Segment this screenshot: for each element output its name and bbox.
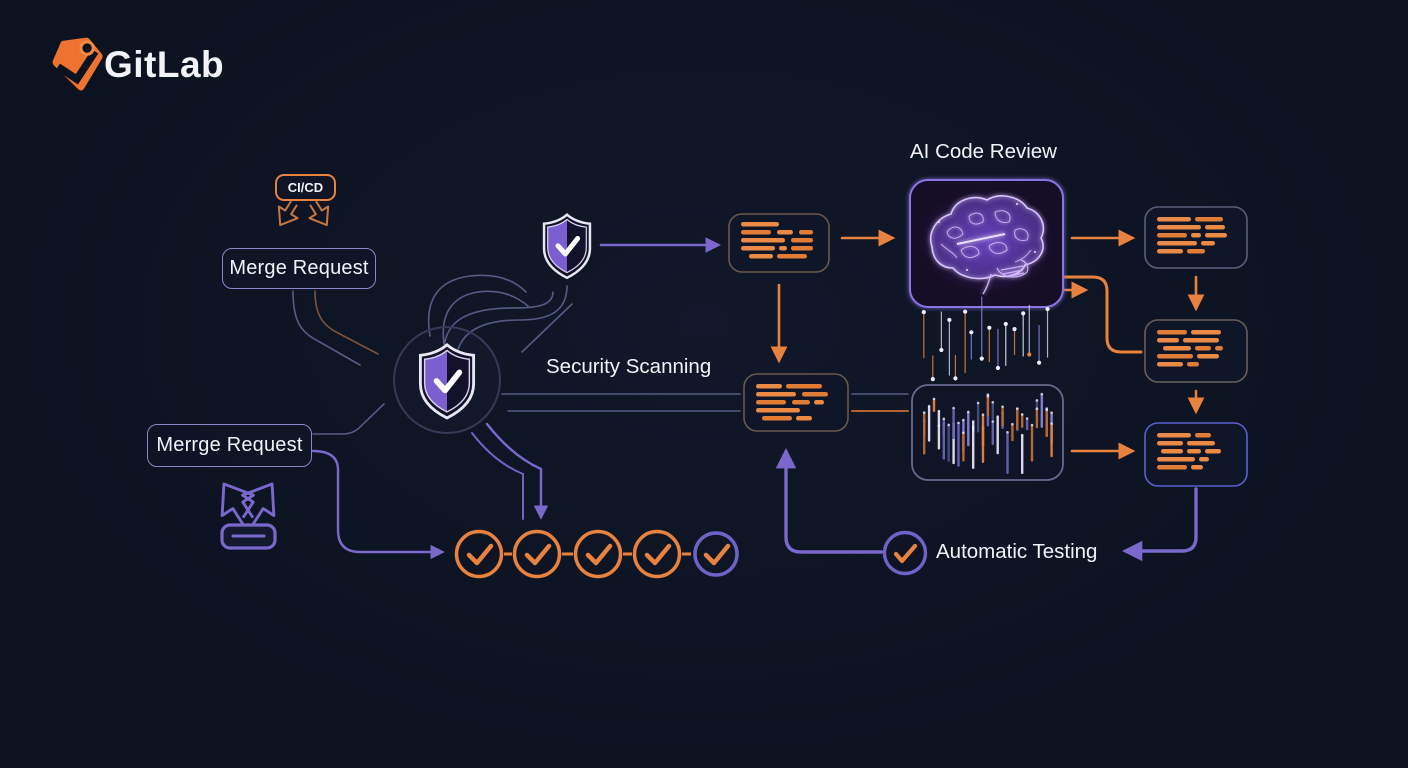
merge-request-top-node: Merge Request xyxy=(222,248,376,289)
ai-code-review-label: AI Code Review xyxy=(910,140,1057,163)
check-circle-icon-5 xyxy=(693,531,739,577)
cicd-split-arrows-icon xyxy=(277,200,330,227)
shield-check-icon-large xyxy=(418,342,476,420)
git-merge-icon xyxy=(220,482,277,550)
ai-brain-icon xyxy=(909,179,1064,308)
connector-lines xyxy=(292,274,909,520)
gitlab-tag-icon xyxy=(52,37,103,91)
check-circle-row xyxy=(454,529,739,579)
automatic-testing-label: Automatic Testing xyxy=(936,540,1098,563)
circuit-lines xyxy=(921,296,1050,382)
automatic-testing-check-icon xyxy=(882,530,928,576)
check-circle-icon-1 xyxy=(454,529,504,579)
check-circle-icon-3 xyxy=(573,529,623,579)
gitlab-logo-text: GitLab xyxy=(104,44,225,85)
code-block-security xyxy=(743,373,849,432)
code-block-top xyxy=(728,213,830,273)
check-circle-icon-2 xyxy=(512,529,562,579)
security-scanning-label: Security Scanning xyxy=(546,355,712,378)
circuit-bars-icon xyxy=(911,384,1064,481)
code-block-right-2 xyxy=(1144,319,1248,383)
cicd-label: CI/CD xyxy=(275,174,336,201)
shield-check-icon-small xyxy=(542,213,592,280)
merge-request-bottom-node: Merrge Request xyxy=(147,424,312,467)
check-circle-icon-4 xyxy=(632,529,682,579)
code-block-right-3 xyxy=(1144,422,1248,487)
code-block-right-1 xyxy=(1144,206,1248,269)
